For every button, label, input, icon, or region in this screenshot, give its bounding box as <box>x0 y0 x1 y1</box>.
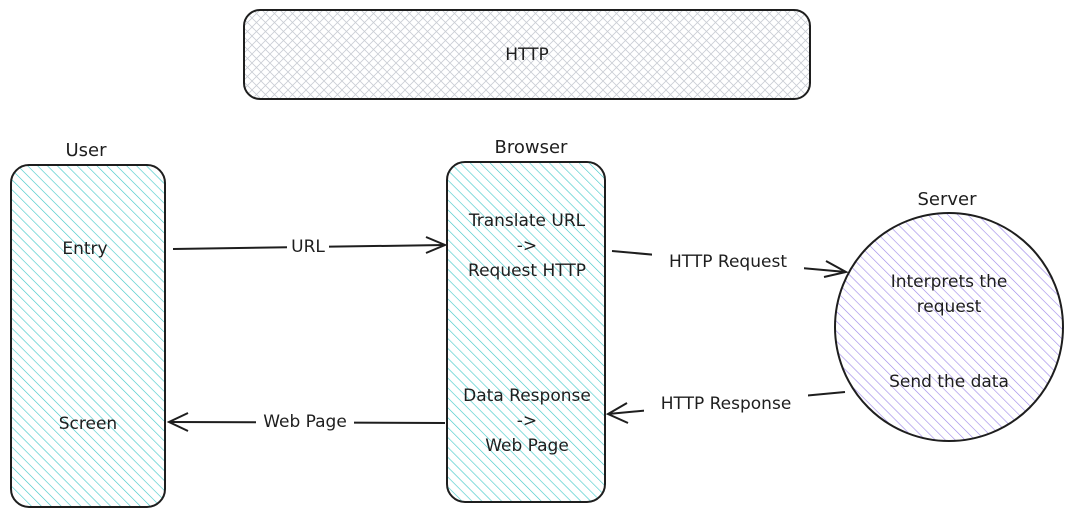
http-banner-box <box>243 9 811 100</box>
server-title: Server <box>917 189 977 210</box>
browser-node: Browser Translate URL -> Request HTTP Da… <box>446 137 606 503</box>
server-send-label: Send the data <box>889 372 1009 392</box>
edge-http-response-arrowhead <box>605 402 629 424</box>
http-banner: HTTP <box>243 9 811 100</box>
http-banner-label: HTTP <box>505 45 549 65</box>
browser-bottom-line-3: Web Page <box>485 436 569 456</box>
user-entry-label: Entry <box>62 239 107 259</box>
edge-url: URL <box>172 236 448 257</box>
edge-http-request-label: HTTP Request <box>669 252 787 272</box>
browser-bottom-line-1: Data Response <box>463 386 591 406</box>
browser-top-line-1: Translate URL <box>468 211 586 231</box>
edge-web-page-label: Web Page <box>263 412 347 432</box>
edge-http-request-arrowhead <box>823 260 849 278</box>
edge-http-request: HTTP Request <box>611 250 849 278</box>
browser-box <box>446 161 606 503</box>
edge-url-arrowhead <box>425 236 448 254</box>
browser-title: Browser <box>495 137 569 158</box>
edge-url-label: URL <box>291 237 325 257</box>
edge-http-response: HTTP Response <box>605 391 846 424</box>
server-circle <box>834 212 1064 442</box>
edge-http-response-label: HTTP Response <box>661 394 792 414</box>
browser-top-line-2: -> <box>517 236 537 256</box>
edge-web-page: Web Page <box>166 410 446 432</box>
browser-top-line-3: Request HTTP <box>468 261 586 281</box>
server-interprets-line-2: request <box>917 297 982 317</box>
browser-bottom-line-2: -> <box>517 411 537 431</box>
user-title: User <box>65 140 107 161</box>
server-node: Server Interprets the request Send the d… <box>834 189 1064 442</box>
server-interprets-line-1: Interprets the <box>891 272 1008 292</box>
edge-web-page-arrowhead <box>166 412 189 432</box>
user-box <box>10 164 166 508</box>
user-node: User Entry Screen <box>10 140 166 508</box>
user-screen-label: Screen <box>59 414 117 434</box>
